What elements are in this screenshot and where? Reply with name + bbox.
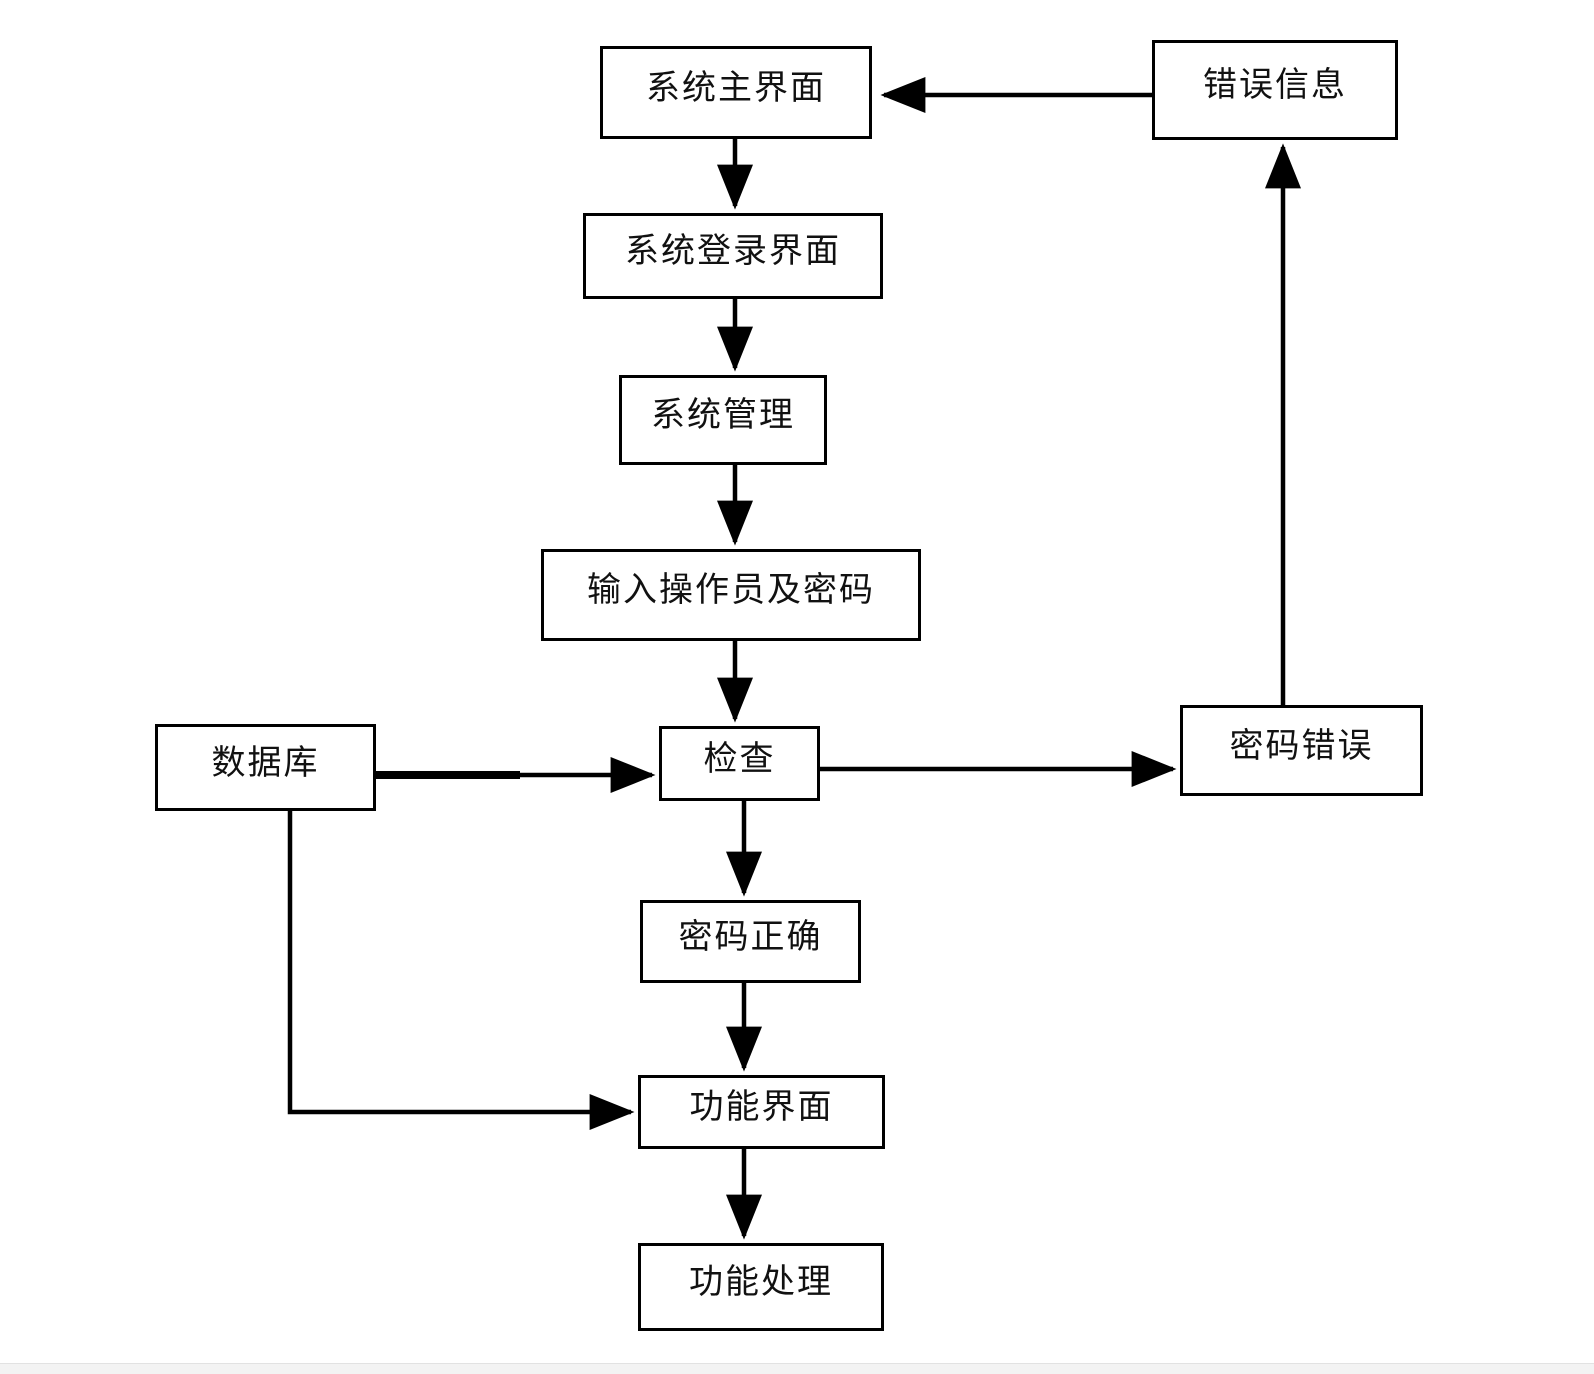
page-bottom-divider xyxy=(0,1363,1594,1374)
node-database-label: 数据库 xyxy=(211,744,320,782)
node-pwd-correct-label: 密码正确 xyxy=(678,918,823,956)
node-check[interactable]: 检查 xyxy=(659,726,820,801)
node-sys-manage-label: 系统管理 xyxy=(651,397,795,434)
node-login-ui-label: 系统登录界面 xyxy=(625,233,841,270)
node-pwd-wrong-label: 密码错误 xyxy=(1229,727,1374,765)
node-input-cred[interactable]: 输入操作员及密码 xyxy=(541,549,921,641)
node-func-ui[interactable]: 功能界面 xyxy=(638,1075,885,1149)
node-func-process[interactable]: 功能处理 xyxy=(638,1243,884,1331)
node-login-ui[interactable]: 系统登录界面 xyxy=(583,213,883,299)
node-sys-manage[interactable]: 系统管理 xyxy=(619,375,827,465)
node-main-ui-label: 系统主界面 xyxy=(646,69,826,107)
edge-database-to-func-ui xyxy=(287,811,635,1130)
node-error-msg[interactable]: 错误信息 xyxy=(1152,40,1398,140)
node-main-ui[interactable]: 系统主界面 xyxy=(600,46,872,139)
node-database[interactable]: 数据库 xyxy=(155,724,376,811)
node-error-msg-label: 错误信息 xyxy=(1203,67,1347,104)
node-check-label: 检查 xyxy=(703,740,776,778)
node-pwd-wrong[interactable]: 密码错误 xyxy=(1180,705,1423,796)
node-func-process-label: 功能处理 xyxy=(689,1264,833,1301)
node-func-ui-label: 功能界面 xyxy=(689,1089,834,1126)
node-input-cred-label: 输入操作员及密码 xyxy=(587,572,875,609)
node-pwd-correct[interactable]: 密码正确 xyxy=(640,900,861,983)
